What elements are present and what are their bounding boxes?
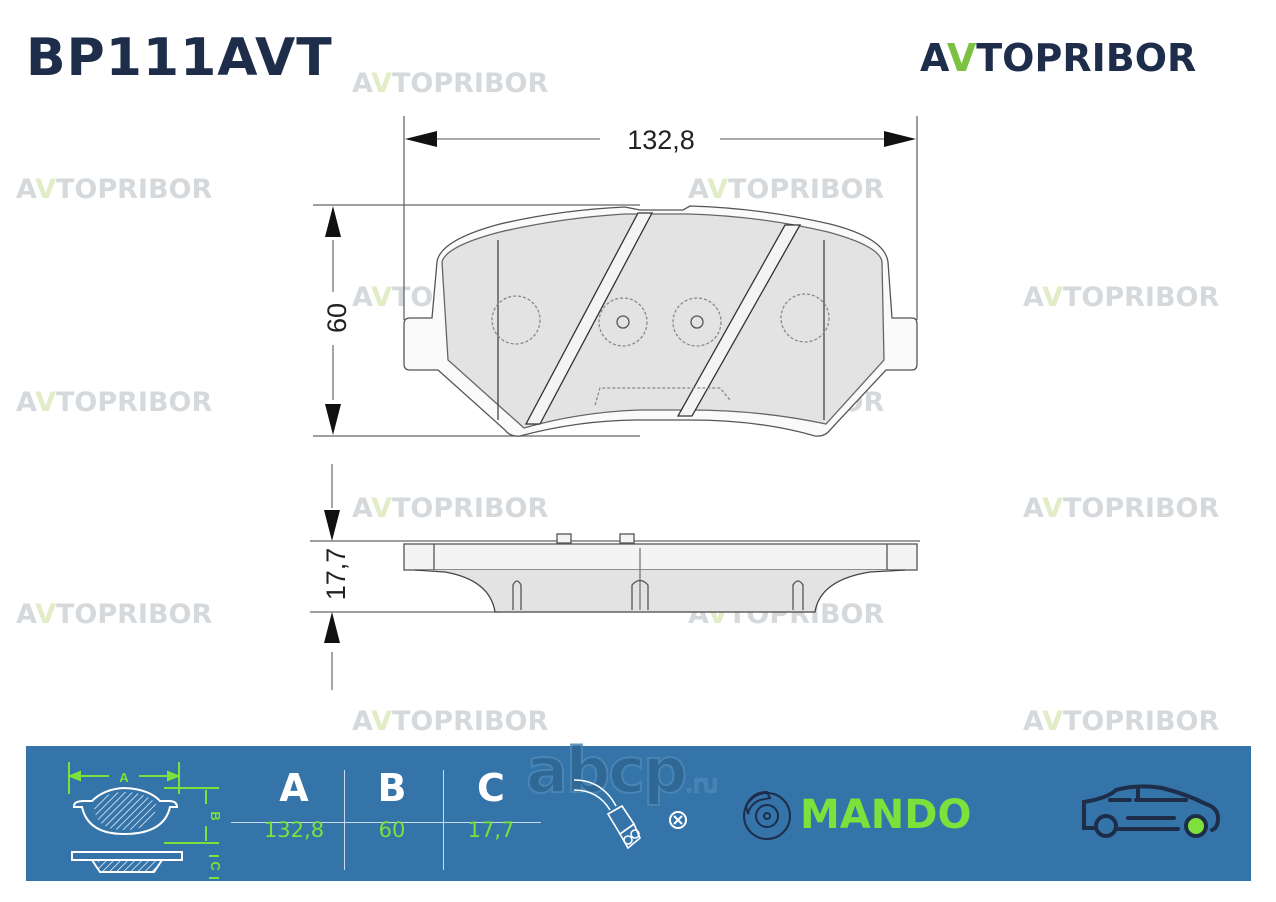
value-c: 17,7 — [467, 818, 515, 842]
car-rear-axle-icon — [1082, 784, 1221, 838]
watermark: AVTOPRIBOR — [16, 174, 213, 205]
abcp-watermark: abcp.ru — [525, 733, 719, 808]
watermark: AVTOPRIBOR — [352, 68, 549, 99]
wear-sensor-icon — [573, 779, 687, 850]
svg-text:A: A — [119, 770, 129, 785]
watermark: AVTOPRIBOR — [352, 493, 549, 524]
svg-text:B: B — [208, 811, 223, 820]
table-divider — [231, 822, 541, 823]
watermark: AVTOPRIBOR — [1023, 282, 1220, 313]
watermark: AVTOPRIBOR — [352, 706, 549, 737]
height-dimension-label: 60 — [322, 303, 352, 333]
not-included-icon — [669, 811, 687, 829]
watermark: AVTOPRIBOR — [688, 174, 885, 205]
spec-panel: A B C abcp.ru A B C 132,8 60 17,7 — [26, 733, 1251, 881]
watermark: AVTOPRIBOR — [1023, 706, 1220, 737]
brand-logo-rest: TOPRIBOR — [976, 36, 1197, 80]
value-a: 132,8 — [263, 818, 325, 842]
rear-wheel-highlight — [1184, 814, 1208, 838]
part-number: BP111AVT — [26, 28, 333, 88]
header-c: C — [477, 766, 505, 810]
brand-logo-v: V — [946, 36, 977, 80]
watermark: AVTOPRIBOR — [1023, 493, 1220, 524]
brand-logo-a: A — [920, 36, 947, 80]
column-divider — [344, 770, 345, 870]
width-dimension-label: 132,8 — [627, 125, 695, 155]
brake-disc-icon — [743, 790, 791, 840]
brake-pad-drawing: 132,8 60 17,7 — [310, 116, 920, 690]
manufacturer-label: MANDO — [800, 792, 972, 838]
thickness-dimension-label: 17,7 — [321, 548, 351, 601]
svg-text:C: C — [208, 861, 223, 871]
brand-logo: AVTOPRIBOR — [920, 36, 1196, 80]
header-b: B — [377, 766, 407, 810]
column-divider — [443, 770, 444, 870]
watermark: AVTOPRIBOR — [16, 387, 213, 418]
value-b: 60 — [378, 818, 406, 842]
header-a: A — [279, 766, 309, 810]
dimension-diagram-icon: A B C — [67, 762, 223, 879]
watermark: AVTOPRIBOR — [16, 599, 213, 630]
